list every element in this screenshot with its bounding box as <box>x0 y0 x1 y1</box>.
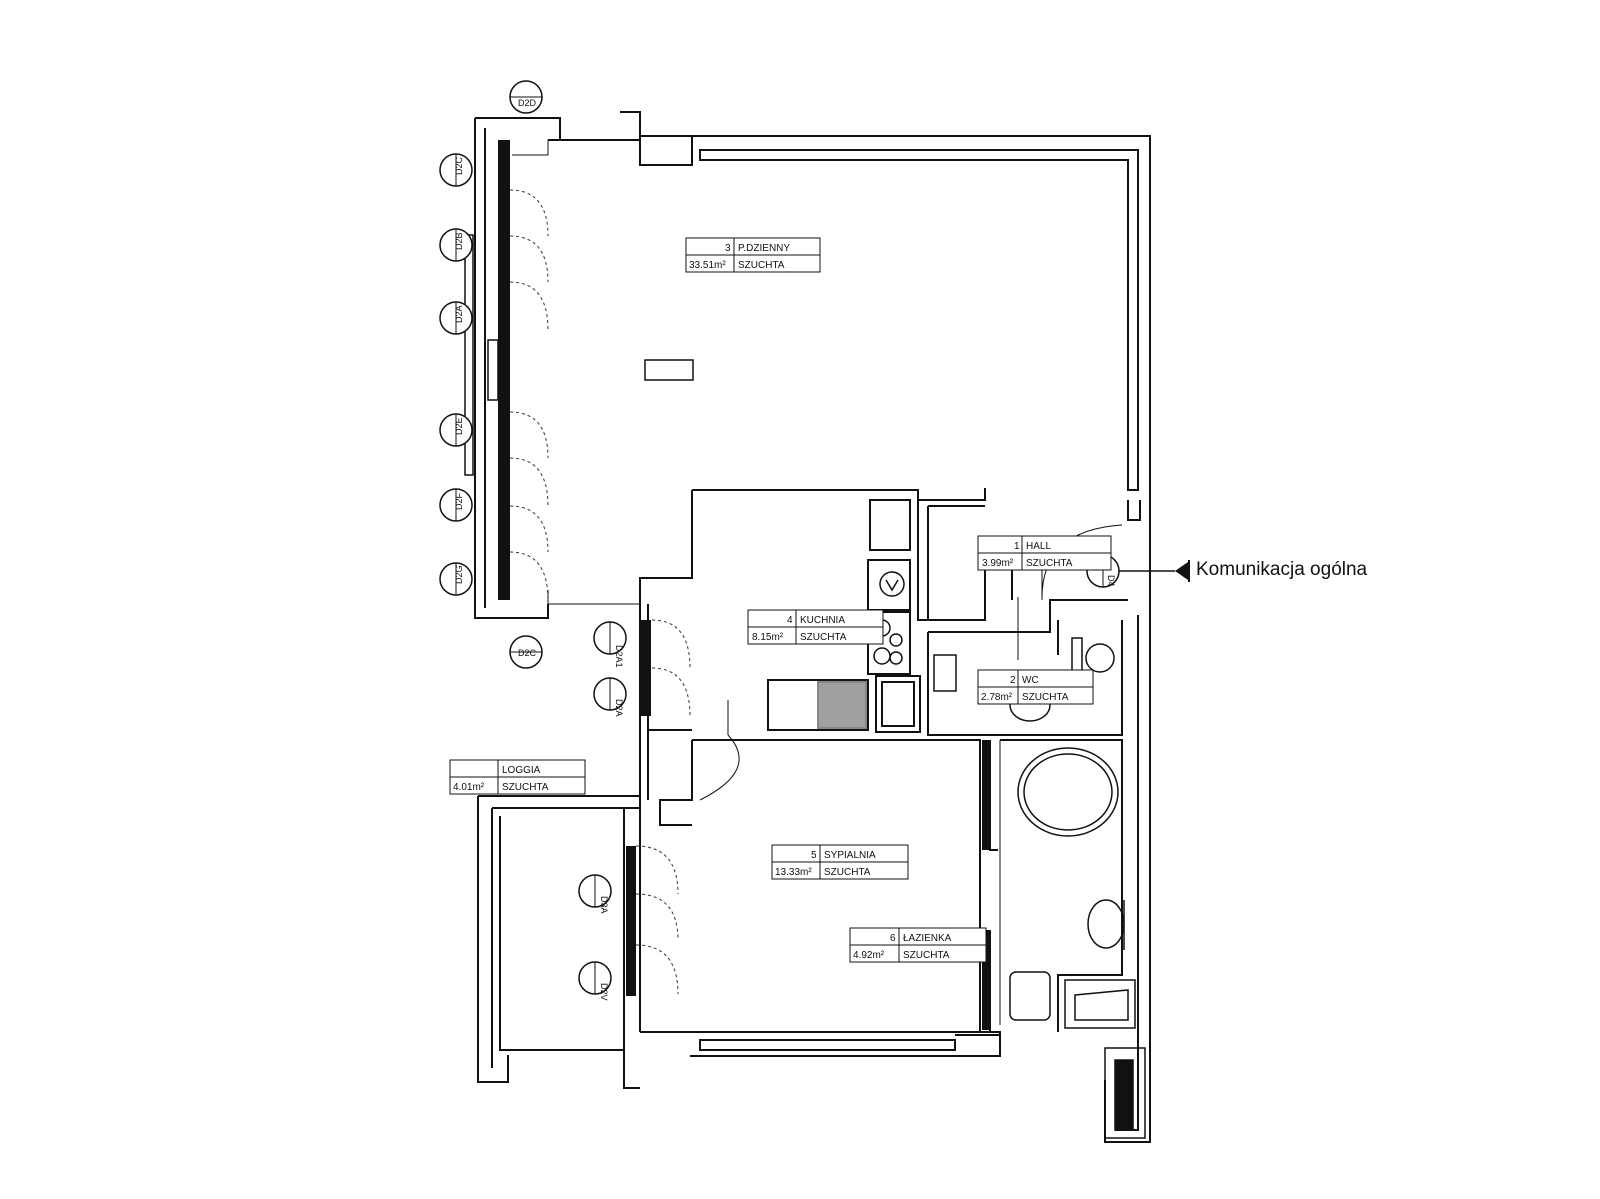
room-type: SZUCHTA <box>738 260 785 271</box>
room-name: SYPIALNIA <box>824 850 876 861</box>
triangle-arrow-icon <box>1119 560 1190 582</box>
room-type: SZUCHTA <box>1022 692 1069 703</box>
marker-label: D2A <box>614 699 624 717</box>
room-area: 2.78m² <box>981 692 1013 703</box>
room-label-living: 3 P.DZIENNY 33.51m² SZUCHTA <box>685 237 821 273</box>
inner-window-strips <box>626 619 989 1030</box>
room-area: 8.15m² <box>752 632 784 643</box>
room-type: SZUCHTA <box>903 950 950 961</box>
interior-walls <box>623 488 1128 1036</box>
fixtures <box>644 359 1146 1139</box>
marker-label: D2G <box>454 565 464 584</box>
room-area: 4.01m² <box>453 782 485 793</box>
marker-label: D2B <box>454 232 464 250</box>
room-type: SZUCHTA <box>1026 558 1073 569</box>
room-number: 4 <box>787 615 793 626</box>
marker-label: D2E <box>454 417 464 435</box>
marker-label: D2A1 <box>614 645 624 668</box>
room-name: KUCHNIA <box>800 615 845 626</box>
axis-marker-lines <box>455 96 1104 994</box>
room-area: 13.33m² <box>775 867 812 878</box>
room-label-bathroom: 6 ŁAZIENKA 4.92m² SZUCHTA <box>849 927 987 963</box>
marker-label: D2C <box>518 648 537 658</box>
marker-label: D2F <box>454 492 464 510</box>
entrance-label: Komunikacja ogólna <box>1196 559 1368 580</box>
marker-label: D2D <box>518 98 537 108</box>
axis-marker-labels: D2D D2C D2B D2A D2E D2F D2G D2C D2A1 D2A… <box>454 98 1116 1001</box>
west-window-band <box>464 140 640 605</box>
room-number: 1 <box>1014 541 1020 552</box>
room-label-loggia: LOGGIA 4.01m² SZUCHTA <box>449 759 586 795</box>
room-name: WC <box>1022 675 1039 686</box>
room-label-hall: 1 HALL 3.99m² SZUCHTA <box>977 535 1112 571</box>
marker-label: D2C <box>454 156 464 175</box>
room-type: SZUCHTA <box>502 782 549 793</box>
room-number: 2 <box>1010 675 1016 686</box>
room-name: P.DZIENNY <box>738 243 790 254</box>
room-label-bedroom: 5 SYPIALNIA 13.33m² SZUCHTA <box>771 844 909 880</box>
room-type: SZUCHTA <box>800 632 847 643</box>
room-name: LOGGIA <box>502 765 541 776</box>
room-area: 4.92m² <box>853 950 885 961</box>
room-label-kitchen: 4 KUCHNIA 8.15m² SZUCHTA <box>747 609 884 645</box>
room-number: 3 <box>725 243 731 254</box>
room-name: ŁAZIENKA <box>903 933 952 944</box>
room-number: 5 <box>811 850 817 861</box>
marker-label: D2V <box>599 983 609 1001</box>
marker-label: D3A <box>599 896 609 914</box>
marker-label: D2A <box>454 305 464 323</box>
marker-label: D4 <box>1106 575 1116 587</box>
room-type: SZUCHTA <box>824 867 871 878</box>
room-area: 3.99m² <box>982 558 1014 569</box>
room-label-wc: 2 WC 2.78m² SZUCHTA <box>977 669 1094 705</box>
exterior-walls <box>474 111 1151 1143</box>
room-area: 33.51m² <box>689 260 726 271</box>
room-number: 6 <box>890 933 896 944</box>
room-name: HALL <box>1026 541 1051 552</box>
